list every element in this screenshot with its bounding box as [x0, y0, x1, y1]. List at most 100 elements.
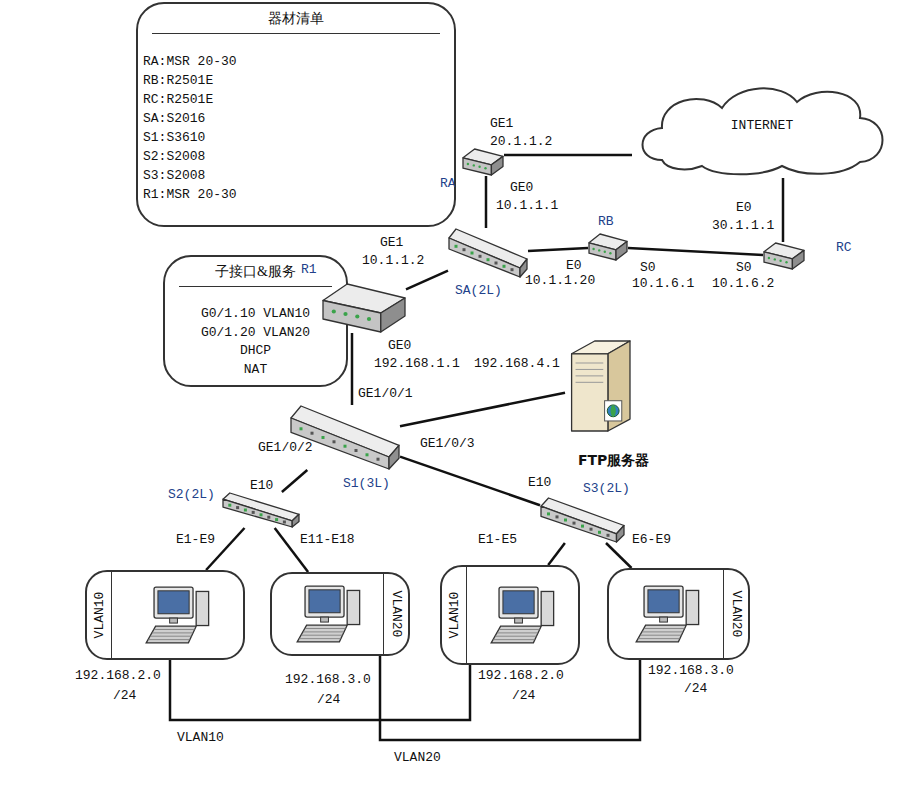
label-wrap: 192.168.2.0 — [75, 668, 161, 683]
link-label: VLAN10 — [175, 730, 226, 745]
switch-node: S2(2L) — [222, 492, 300, 528]
device-label: RB — [598, 214, 614, 229]
label-wrap: 10.1.1.2 — [362, 253, 424, 268]
label-wrap: GE1/0/2 — [258, 440, 313, 455]
link-line — [351, 333, 354, 405]
device-label: FTP服务器 — [578, 452, 649, 468]
label-wrap: 10.1.1.1 — [496, 198, 558, 213]
device-label-wrap: RB — [598, 214, 614, 229]
interface-label: GE1 — [380, 235, 403, 250]
label-wrap: /24 — [684, 681, 707, 696]
link-line — [504, 154, 632, 157]
interface-label: /24 — [317, 692, 340, 707]
item-list: G0/1.10 VLAN10G0/1.20 VLAN20DHCPNAT — [165, 287, 346, 379]
pc-icon — [485, 584, 563, 646]
device-label-wrap: S3(2L) — [583, 481, 630, 496]
router-icon — [588, 233, 628, 261]
link-line — [400, 457, 540, 506]
device-label-wrap: R1 — [301, 262, 317, 277]
label-wrap: GE1 — [380, 235, 403, 250]
label-wrap: 192.168.1.1 — [374, 356, 460, 371]
list-item: RB:R2501E — [138, 71, 454, 90]
list-item: G0/1.20 VLAN20 — [165, 324, 346, 343]
pc-wrap — [291, 583, 369, 645]
item-list: RA:MSR 20-30RB:R2501ERC:R2501ESA:S2016S1… — [138, 34, 454, 204]
label-wrap: 192.168.2.0 — [478, 668, 564, 683]
device-label-wrap: RC — [836, 240, 852, 255]
label-wrap: E6-E9 — [632, 532, 671, 547]
router-node: RB — [588, 233, 628, 261]
interface-label: E6-E9 — [632, 532, 671, 547]
label-wrap: 10.1.6.1 — [632, 276, 694, 291]
vlan-label: VLAN10 — [92, 592, 107, 639]
server-node: FTP服务器 — [565, 340, 631, 432]
vlan-label: VLAN20 — [729, 591, 744, 638]
pc-icon — [630, 583, 708, 645]
label-wrap: E1-E9 — [176, 532, 215, 547]
switch-icon — [290, 405, 400, 470]
interface-label: 192.168.3.0 — [285, 672, 371, 687]
switch-node: S3(2L) — [540, 497, 625, 543]
list-item: S1:S3610 — [138, 128, 454, 147]
list-item: RA:MSR 20-30 — [138, 52, 454, 71]
label-wrap: E1-E5 — [478, 532, 517, 547]
interface-label: 10.1.1.20 — [525, 273, 595, 288]
interface-label: 10.1.6.2 — [712, 276, 774, 291]
pc-wrap — [630, 583, 708, 645]
label-wrap: S0 — [640, 260, 656, 275]
device-label-wrap: S2(2L) — [168, 487, 215, 502]
interface-label: /24 — [684, 681, 707, 696]
device-label: R1 — [301, 262, 317, 277]
vlan-label: VLAN10 — [447, 592, 462, 639]
interface-label: 192.168.2.0 — [478, 668, 564, 683]
interface-label: 192.168.3.0 — [648, 663, 734, 678]
device-label-wrap: FTP服务器 — [578, 452, 649, 470]
label-wrap: GE0 — [388, 338, 411, 353]
vlan-strip: VLAN10 — [442, 567, 467, 663]
label-wrap: GE1 — [490, 116, 513, 131]
link-line — [628, 248, 763, 255]
pc-wrap — [140, 584, 218, 646]
vlan-label: VLAN20 — [389, 591, 404, 638]
link-line — [606, 543, 632, 568]
link-line — [406, 271, 448, 290]
switch-icon — [222, 492, 300, 528]
vlan-node: VLAN10 — [440, 565, 580, 665]
interface-label: 30.1.1.1 — [712, 218, 774, 233]
interface-label: E1-E5 — [478, 532, 517, 547]
pc-icon — [291, 583, 369, 645]
pc-icon — [140, 584, 218, 646]
label-wrap: E10 — [528, 475, 551, 490]
vlan-strip: VLAN20 — [723, 570, 748, 658]
interface-label: GE1/0/1 — [358, 386, 413, 401]
device-label-wrap: S1(3L) — [343, 476, 390, 491]
label-wrap: 30.1.1.1 — [712, 218, 774, 233]
box-heading: 器材清单 — [152, 4, 440, 34]
interface-label: 10.1.1.1 — [496, 198, 558, 213]
router-node: RC — [763, 242, 805, 270]
interface-label: E11-E18 — [300, 532, 355, 547]
list-item: DHCP — [165, 342, 346, 361]
list-item: R1:MSR 20-30 — [138, 185, 454, 204]
vlan-strip: VLAN10 — [87, 572, 112, 658]
switch-node: SA(2L) — [448, 228, 528, 278]
link-line — [548, 543, 565, 565]
interface-label: GE1/0/3 — [420, 436, 475, 451]
vlan-strip: VLAN20 — [383, 574, 408, 654]
label-wrap: E11-E18 — [300, 532, 355, 547]
interface-label: 20.1.1.2 — [490, 134, 552, 149]
device-label: S1(3L) — [343, 476, 390, 491]
device-label: S3(2L) — [583, 481, 630, 496]
switch-node: S1(3L) — [290, 405, 400, 470]
label-wrap: 20.1.1.2 — [490, 134, 552, 149]
interface-label: /24 — [512, 688, 535, 703]
router-node: RA — [462, 148, 504, 176]
label-wrap: GE1/0/1 — [358, 386, 413, 401]
link-line — [170, 660, 470, 720]
vlan-node: VLAN10 — [85, 570, 245, 660]
device-label-wrap: SA(2L) — [455, 283, 502, 298]
router-node: R1 — [322, 283, 406, 333]
interface-label: E0 — [566, 258, 582, 273]
label-wrap: 192.168.4.1 — [474, 356, 560, 371]
link-line — [380, 656, 640, 740]
